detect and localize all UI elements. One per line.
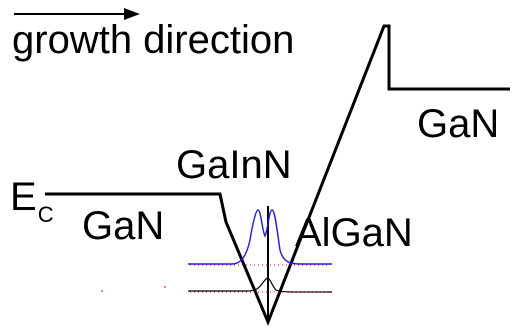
growth-direction-arrow-icon	[14, 8, 140, 20]
algan-label: AlGaN	[295, 211, 413, 255]
growth-direction-label: growth direction	[12, 18, 295, 62]
ec-main-text: E	[10, 175, 37, 219]
gan-left-label: GaN	[82, 204, 165, 248]
conduction-band-edge	[45, 24, 510, 326]
electron-wavefunction	[188, 209, 332, 265]
conduction-band-label: EC	[10, 175, 54, 226]
hole-wavefunction	[188, 277, 332, 293]
galnn-label: GaInN	[176, 143, 292, 187]
ec-subscript: C	[37, 202, 54, 227]
gan-right-label: GaN	[417, 102, 500, 146]
